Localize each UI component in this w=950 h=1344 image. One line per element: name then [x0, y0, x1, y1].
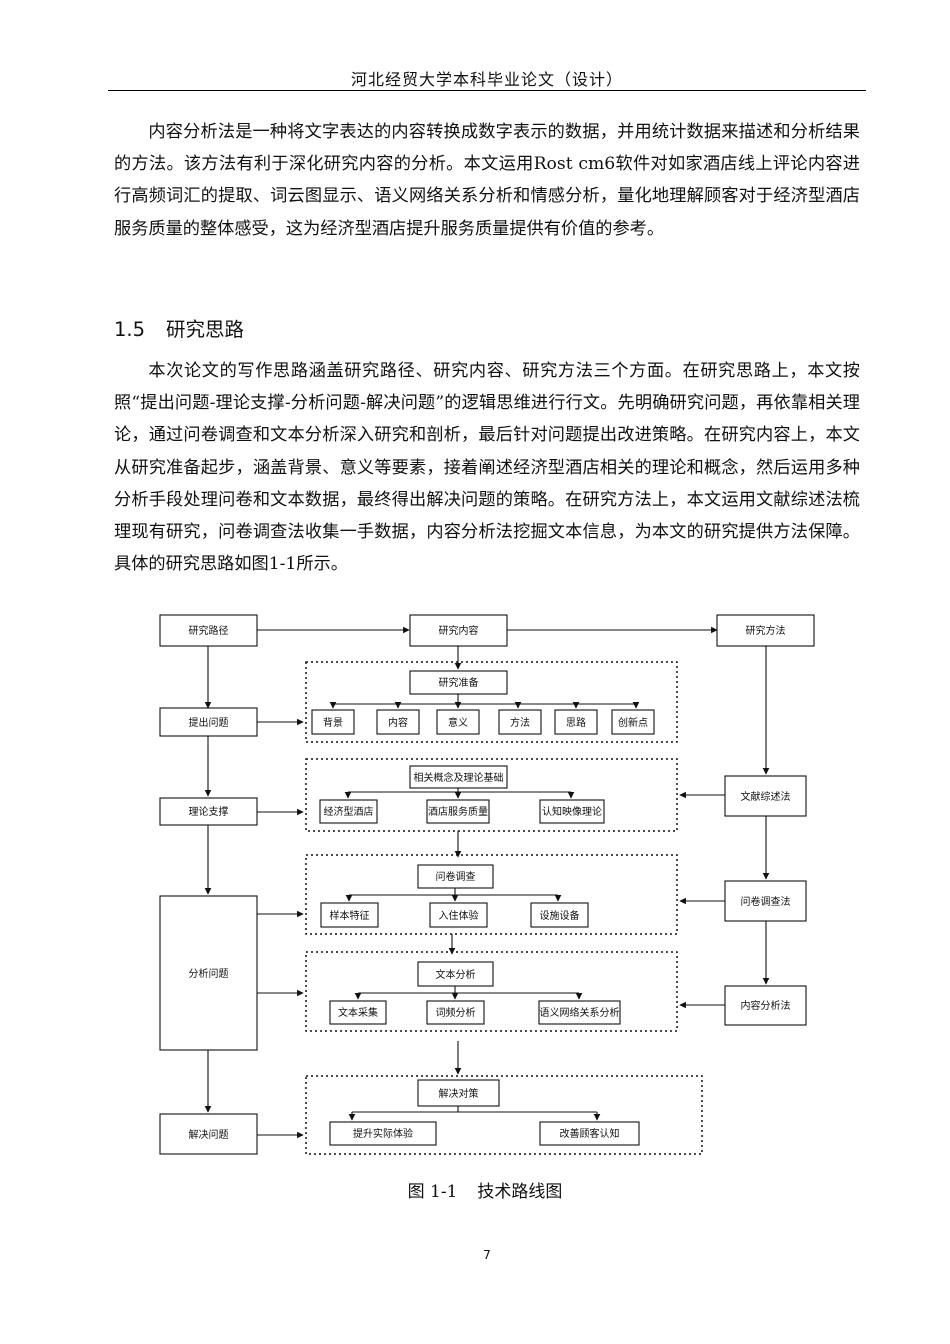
label-word-frequency: 词频分析 [436, 1006, 476, 1019]
label-solve-problem: 解决问题 [189, 1128, 229, 1141]
box-concepts-theory [409, 765, 508, 789]
figure-caption: 图 1-1 技术路线图 [0, 1177, 950, 1202]
label-significance: 意义 [448, 716, 468, 729]
group-survey-container [305, 854, 678, 935]
label-pose-problem: 提出问题 [189, 716, 229, 729]
label-analyze-problem: 分析问题 [189, 967, 229, 980]
label-improve-perception: 改善顾客认知 [560, 1127, 620, 1140]
label-economy-hotel: 经济型酒店 [324, 805, 374, 818]
page-header: 河北经贸大学本科毕业论文（设计） [350, 70, 623, 89]
box-research-method [716, 614, 815, 647]
box-hotel-service-quality [426, 799, 490, 824]
box-cognitive-image-theory [539, 799, 605, 824]
box-approach [554, 709, 598, 735]
box-method [498, 709, 542, 735]
box-background [311, 709, 355, 735]
box-content [376, 709, 420, 735]
page-number: 7 [483, 1248, 491, 1262]
box-pose-problem [159, 707, 258, 737]
box-questionnaire-method [724, 880, 807, 922]
label-text-analysis: 文本分析 [436, 968, 476, 981]
box-word-frequency [426, 1000, 485, 1025]
figure-title: 技术路线图 [477, 1182, 563, 1202]
box-significance [436, 709, 480, 735]
label-innovation: 创新点 [618, 716, 648, 729]
box-research-prep [409, 670, 508, 695]
label-improve-experience: 提升实际体验 [353, 1127, 413, 1140]
label-approach: 思路 [566, 716, 586, 729]
box-solve-problem [159, 1113, 258, 1155]
label-solution: 解决对策 [439, 1087, 479, 1100]
label-concepts-theory: 相关概念及理论基础 [414, 771, 504, 784]
box-content-analysis-method [724, 985, 807, 1026]
label-content: 内容 [388, 716, 408, 729]
label-literature-review: 文献综述法 [741, 790, 791, 803]
label-facilities: 设施设备 [540, 909, 580, 922]
box-facilities [530, 902, 589, 928]
section-heading: 1.5 研究思路 [114, 313, 244, 342]
section-title: 研究思路 [166, 318, 245, 341]
label-text-collection: 文本采集 [338, 1006, 378, 1019]
group-text-analysis-container [305, 951, 678, 1032]
box-analyze-problem [159, 895, 258, 1051]
box-research-path [159, 614, 258, 647]
header-rule [108, 90, 866, 91]
label-research-content: 研究内容 [439, 624, 479, 637]
figure-label: 图 1-1 [407, 1182, 458, 1202]
box-improve-experience [329, 1121, 437, 1146]
box-literature-review [724, 775, 807, 817]
paragraph-research-approach: 本次论文的写作思路涵盖研究路径、研究内容、研究方法三个方面。在研究思路上，本文按… [114, 361, 860, 575]
box-innovation [611, 709, 655, 735]
label-background: 背景 [323, 716, 343, 729]
label-method: 方法 [510, 716, 530, 729]
label-theory-support: 理论支撑 [189, 805, 229, 818]
label-sample-features: 样本特征 [330, 909, 370, 922]
box-text-analysis [417, 961, 494, 987]
box-research-content [409, 614, 508, 647]
box-stay-experience [429, 902, 488, 928]
label-content-analysis-method: 内容分析法 [741, 999, 791, 1012]
label-cognitive-image-theory: 认知映像理论 [542, 805, 602, 818]
group-theory-container [305, 758, 678, 832]
label-stay-experience: 入住体验 [439, 909, 479, 922]
label-survey: 问卷调查 [436, 870, 476, 883]
label-research-prep: 研究准备 [439, 676, 479, 689]
label-hotel-service-quality: 酒店服务质量 [428, 805, 488, 818]
label-semantic-network: 语义网络关系分析 [540, 1006, 620, 1019]
paragraph-content-analysis: 内容分析法是一种将文字表达的内容转换成数字表示的数据，并用统计数据来描述和分析结… [114, 122, 860, 239]
group-research-prep-container [305, 661, 678, 743]
box-solution [417, 1079, 500, 1107]
box-sample-features [320, 902, 379, 928]
label-questionnaire-method: 问卷调查法 [741, 895, 791, 908]
label-research-path: 研究路径 [189, 624, 229, 637]
group-solution-container [305, 1075, 703, 1155]
box-semantic-network [538, 1000, 621, 1025]
label-research-method: 研究方法 [746, 624, 786, 637]
box-survey [417, 864, 494, 889]
section-number: 1.5 [114, 318, 146, 341]
box-theory-support [159, 797, 258, 826]
box-text-collection [329, 1000, 387, 1025]
box-improve-perception [539, 1121, 640, 1146]
box-economy-hotel [319, 799, 378, 824]
